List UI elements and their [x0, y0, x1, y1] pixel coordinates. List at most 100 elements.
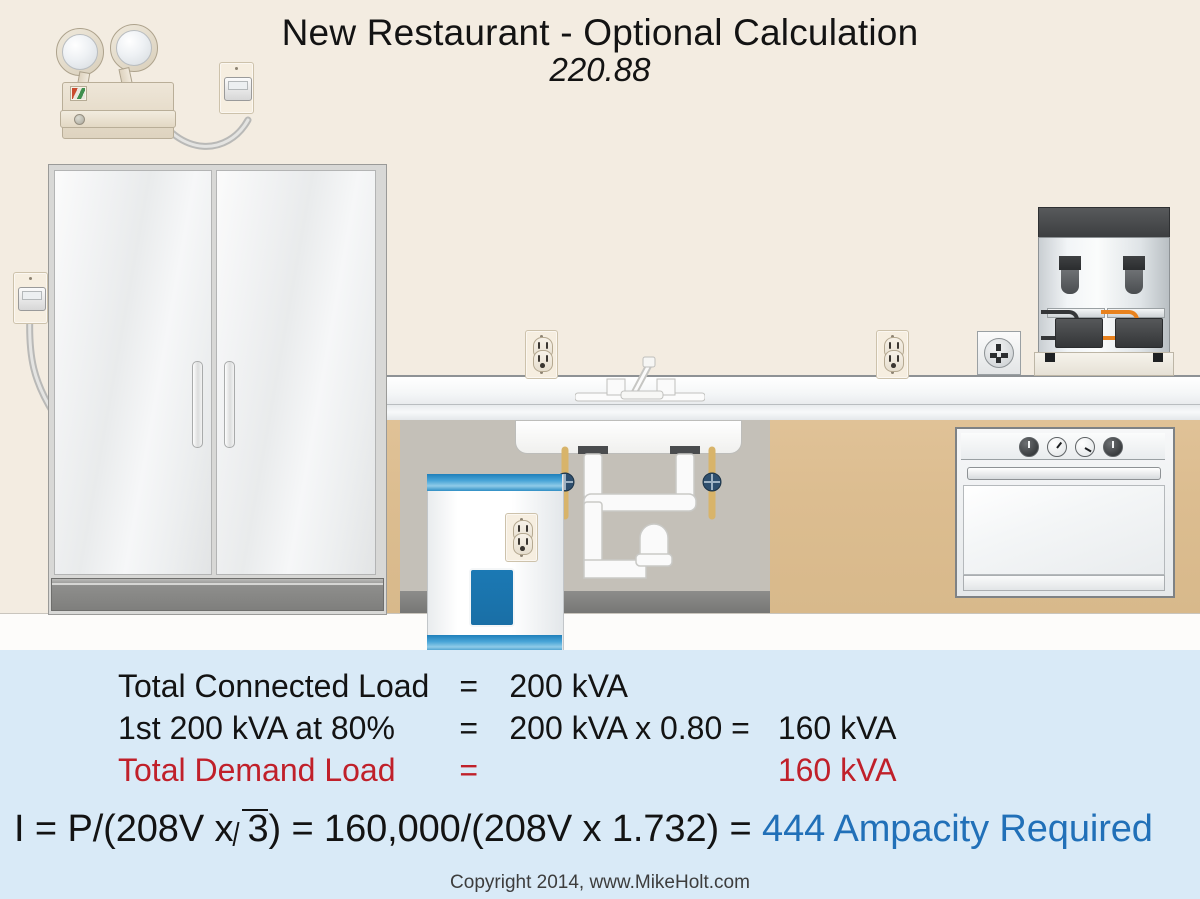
sink-plumbing — [560, 446, 722, 579]
refrigerator-door-left[interactable] — [54, 170, 212, 575]
row-label: Total Connected Load — [118, 668, 430, 704]
calculation-table: Total Connected Load = 200 kVA 1st 200 k… — [118, 667, 896, 793]
row-expression — [499, 751, 749, 793]
refrigerator-handle-left[interactable] — [192, 361, 203, 448]
coffee-maker-body — [1038, 237, 1170, 354]
coffee-maker[interactable] — [1034, 207, 1174, 377]
dishwasher-knob-3[interactable] — [1075, 437, 1095, 457]
dishwasher-knob-2[interactable] — [1047, 437, 1067, 457]
water-heater-access-panel[interactable] — [469, 568, 515, 627]
plug-icon — [17, 287, 46, 311]
screw-icon — [540, 371, 543, 374]
lamp-lens — [62, 34, 98, 70]
formula-answer: 444 Ampacity Required — [762, 808, 1153, 850]
foot-right-icon — [1153, 353, 1163, 362]
row-equals: = — [459, 710, 479, 747]
brew-head-left — [1059, 256, 1081, 270]
receptacle-lower — [512, 533, 533, 555]
kitchen-scene: New Restaurant - Optional Calculation 22… — [0, 12, 1200, 650]
outlet-twist-lock[interactable] — [977, 331, 1021, 375]
dishwasher-frame — [955, 427, 1175, 598]
table-row: 1st 200 kVA at 80% = 200 kVA x 0.80 = 16… — [118, 709, 896, 751]
calculation-panel: Total Connected Load = 200 kVA 1st 200 k… — [0, 650, 1200, 899]
receptacle-lower — [883, 350, 904, 372]
page-subtitle: 220.88 — [549, 51, 651, 89]
brew-funnel-right — [1125, 270, 1143, 294]
row-expression: 200 kVA — [509, 668, 628, 704]
water-heater-band-bottom — [427, 635, 562, 650]
drain-flange-left — [578, 446, 608, 454]
sink-basin — [515, 420, 742, 454]
twist-lock-face-icon — [984, 338, 1014, 368]
lamp-head-right-icon — [110, 24, 158, 85]
screw-icon — [520, 518, 523, 521]
table-row: Total Connected Load = 200 kVA — [118, 667, 896, 709]
sink-cabinet-bay — [400, 420, 770, 650]
screw-icon — [520, 554, 523, 557]
countertop — [385, 375, 1200, 424]
foot-left-icon — [1045, 353, 1055, 362]
screw-icon — [891, 335, 894, 338]
dishwasher-handle[interactable] — [967, 467, 1161, 480]
square-root-icon: 3 — [232, 808, 269, 851]
row-equals: = — [459, 752, 479, 789]
screw-icon — [540, 335, 543, 338]
plug-icon — [223, 77, 252, 101]
dishwasher-knob-4[interactable] — [1103, 437, 1123, 457]
row-label: Total Demand Load — [118, 752, 396, 789]
dishwasher-knob-1[interactable] — [1019, 437, 1039, 457]
faucet-handle-left — [606, 378, 626, 396]
status-led-icon — [74, 114, 85, 125]
receptacle-lower — [532, 350, 553, 372]
outlet-backsplash-left[interactable] — [525, 330, 558, 379]
lamp-head-left-icon — [56, 28, 104, 89]
dishwasher-door[interactable] — [963, 485, 1165, 575]
formula-lead: I = P/(208V x — [14, 808, 234, 850]
row-expression: 200 kVA x 0.80 = — [509, 710, 750, 747]
water-heater[interactable] — [427, 468, 564, 650]
coffee-maker-top — [1038, 207, 1170, 239]
counter-run — [385, 375, 1200, 650]
row-result — [750, 667, 897, 709]
coffee-maker-base — [1034, 352, 1174, 376]
row-result: 160 kVA — [777, 710, 897, 747]
screw-icon — [235, 67, 238, 70]
water-heater-band-top — [427, 474, 562, 491]
outlet-emergency-light[interactable] — [219, 62, 254, 114]
refrigerator[interactable] — [48, 164, 387, 615]
refrigerator-door-right[interactable] — [216, 170, 376, 575]
faucet-aerator — [642, 356, 656, 368]
emergency-light-lip — [60, 110, 176, 128]
dishwasher-kick-plate — [963, 575, 1165, 591]
emergency-light-fixture — [52, 22, 177, 139]
brew-funnel-left — [1061, 270, 1079, 294]
sink-faucet[interactable] — [575, 355, 705, 405]
screw-icon — [891, 371, 894, 374]
faucet-base — [620, 390, 664, 400]
dishwasher-control-panel[interactable] — [961, 433, 1165, 460]
drain-flange-right — [670, 446, 700, 454]
refrigerator-handle-right[interactable] — [224, 361, 235, 448]
carafe-left — [1055, 318, 1103, 348]
refrigerator-kick-plate — [51, 578, 384, 611]
row-label: 1st 200 kVA at 80% — [118, 710, 395, 747]
lamp-lens — [116, 30, 152, 66]
copyright-text: Copyright 2014, www.MikeHolt.com — [450, 872, 750, 893]
row-equals: = — [459, 668, 479, 704]
carafe-right — [1115, 318, 1163, 348]
formula-radicand: 3 — [247, 808, 269, 850]
table-row-total: Total Demand Load = 160 kVA — [118, 751, 896, 793]
page-title: New Restaurant - Optional Calculation — [281, 12, 919, 53]
outlet-under-sink[interactable] — [505, 513, 538, 562]
row-result: 160 kVA — [777, 752, 897, 789]
floor — [0, 613, 1200, 650]
title-block: New Restaurant - Optional Calculation 22… — [0, 12, 1200, 89]
outlet-refrigerator[interactable] — [13, 272, 48, 324]
outlet-backsplash-right[interactable] — [876, 330, 909, 379]
product-label-icon — [70, 86, 87, 101]
dishwasher[interactable] — [955, 427, 1175, 598]
screw-icon — [29, 277, 32, 280]
brew-head-right — [1123, 256, 1145, 270]
